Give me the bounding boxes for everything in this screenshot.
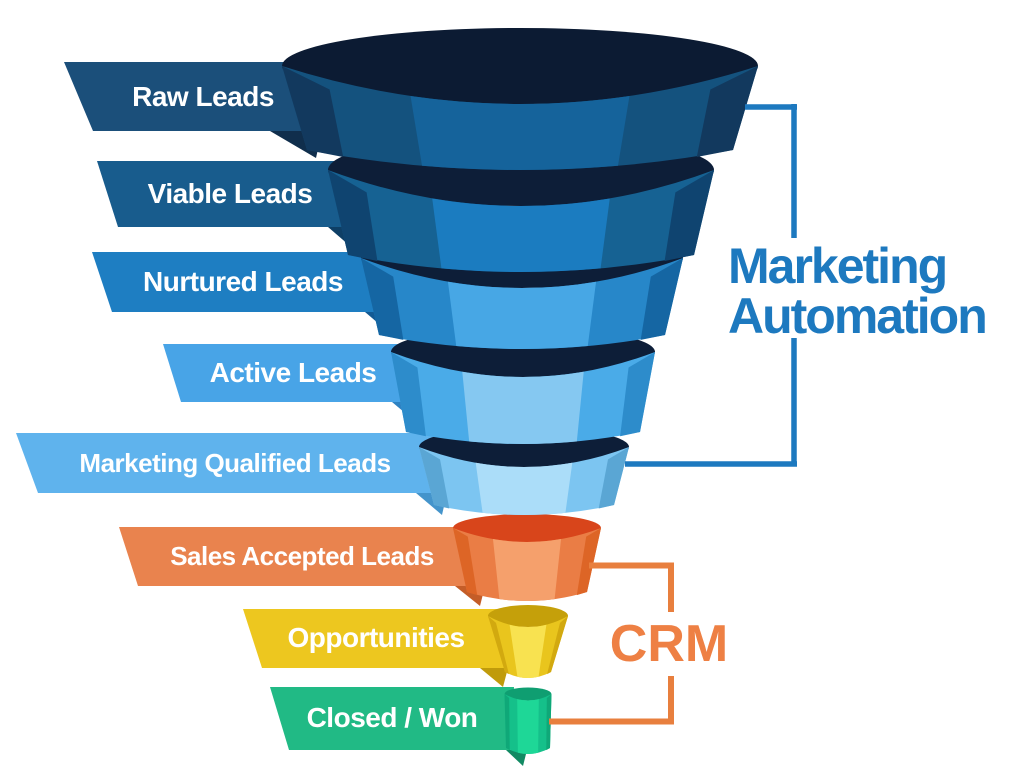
funnel-edge-left-opportunities bbox=[488, 616, 509, 675]
funnel-edge-left-raw-leads bbox=[282, 66, 344, 157]
funnel-edge-right-closed-won bbox=[546, 694, 552, 751]
ribbon-raw-leads bbox=[64, 62, 308, 131]
funnel-front-closed-won bbox=[517, 699, 539, 754]
funnel-front-viable-leads bbox=[432, 198, 610, 272]
funnel-edge-right-active-leads bbox=[620, 352, 655, 437]
funnel-front-opportunities bbox=[509, 624, 547, 678]
ribbon-sales-accepted-leads bbox=[119, 527, 470, 586]
funnel-front-nurtured-leads bbox=[447, 281, 597, 349]
ribbon-active-leads bbox=[163, 344, 404, 402]
funnel-edge-left-nurtured-leads bbox=[361, 258, 404, 340]
funnel-edge-left-marketing-qualified-leads bbox=[419, 447, 450, 509]
funnel-rim-closed-won bbox=[504, 687, 552, 701]
funnel-edge-right-marketing-qualified-leads bbox=[598, 447, 629, 509]
funnel-edge-left-sales-accepted-leads bbox=[453, 528, 478, 596]
funnel-edge-left-closed-won bbox=[504, 694, 510, 751]
funnel-edge-left-active-leads bbox=[391, 352, 426, 437]
ribbon-marketing-qualified-leads bbox=[16, 433, 452, 493]
ribbon-nurtured-leads bbox=[92, 252, 377, 312]
marketing-automation-bracket bbox=[625, 104, 797, 467]
ribbon-closed-won bbox=[270, 687, 514, 750]
ribbon-fold-closed-won bbox=[506, 750, 527, 766]
funnel-rim-opportunities bbox=[488, 605, 568, 627]
ribbon-viable-leads bbox=[97, 161, 345, 227]
funnel-rim-raw-leads bbox=[282, 28, 758, 104]
funnel-rim-sales-accepted-leads bbox=[453, 514, 601, 542]
funnel-edge-right-nurtured-leads bbox=[640, 258, 683, 340]
funnel-front-raw-leads bbox=[410, 96, 630, 170]
funnel-edge-right-opportunities bbox=[547, 616, 568, 675]
funnel-front-marketing-qualified-leads bbox=[475, 462, 573, 515]
crm-bracket bbox=[549, 562, 674, 725]
ribbon-opportunities bbox=[243, 609, 507, 668]
ribbon-fold-opportunities bbox=[480, 668, 508, 687]
funnel-edge-right-viable-leads bbox=[664, 170, 714, 261]
funnel-front-active-leads bbox=[462, 371, 584, 444]
funnel-edge-right-raw-leads bbox=[696, 66, 758, 157]
funnel-edge-left-viable-leads bbox=[328, 170, 378, 261]
funnel-front-sales-accepted-leads bbox=[492, 539, 562, 601]
funnel-edge-right-sales-accepted-leads bbox=[576, 528, 601, 596]
